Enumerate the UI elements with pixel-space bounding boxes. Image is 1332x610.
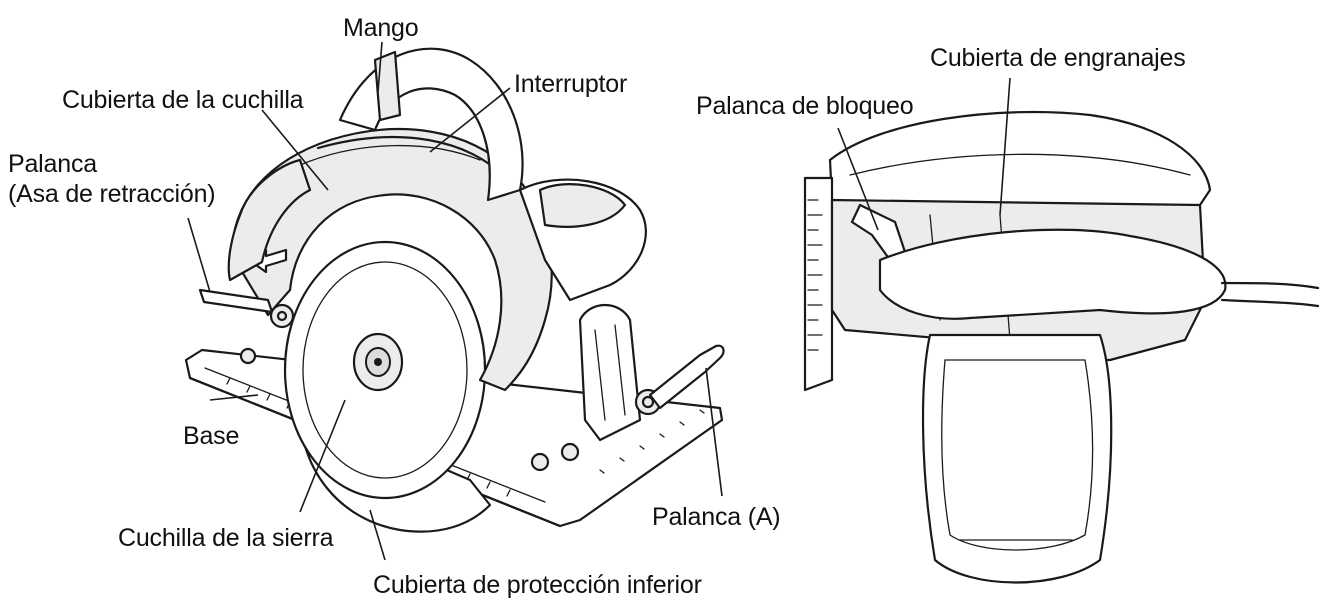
lever-a bbox=[648, 344, 725, 410]
label-palanca-line1: Palanca bbox=[8, 150, 97, 178]
label-cubierta-cuchilla: Cubierta de la cuchilla bbox=[62, 86, 304, 114]
retraction-lever bbox=[198, 288, 295, 329]
leader-lines-right bbox=[837, 77, 1011, 231]
depth-scale bbox=[803, 176, 834, 392]
saw-left-view bbox=[184, 41, 725, 561]
label-cubierta-proteccion: Cubierta de protección inferior bbox=[373, 571, 702, 599]
leader-lines-left bbox=[187, 41, 723, 561]
label-interruptor: Interruptor bbox=[514, 70, 628, 98]
motor-pack bbox=[921, 333, 1113, 584]
base-hardware bbox=[239, 347, 580, 472]
power-cord bbox=[1220, 281, 1320, 308]
saw-blade bbox=[283, 240, 487, 500]
front-knob bbox=[538, 183, 627, 228]
label-cuchilla-sierra: Cuchilla de la sierra bbox=[118, 524, 334, 552]
gear-cover-top bbox=[828, 110, 1212, 216]
label-mango: Mango bbox=[343, 14, 419, 42]
label-palanca-bloqueo: Palanca de bloqueo bbox=[696, 92, 914, 120]
label-palanca-line2: (Asa de retracción) bbox=[8, 180, 216, 208]
saw-right-view bbox=[803, 77, 1320, 584]
label-palanca-a: Palanca (A) bbox=[652, 503, 781, 531]
label-base: Base bbox=[183, 422, 240, 450]
label-cubierta-engranajes: Cubierta de engranajes bbox=[930, 44, 1186, 72]
motor-housing bbox=[227, 158, 312, 282]
